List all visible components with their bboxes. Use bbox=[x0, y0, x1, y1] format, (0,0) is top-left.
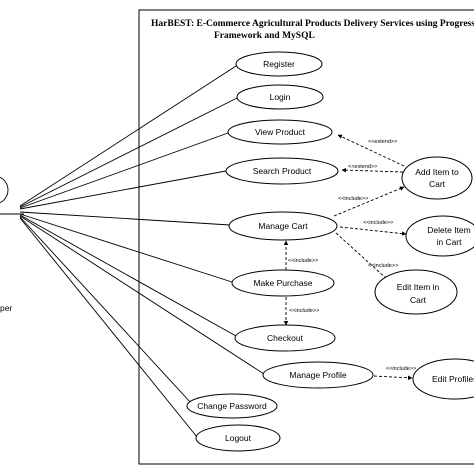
use-case-edit-profile-label: Edit Profiles bbox=[432, 374, 474, 384]
use-case-logout: Logout bbox=[195, 424, 281, 452]
dependency-lines bbox=[283, 134, 413, 381]
use-case-login-label: Login bbox=[270, 92, 291, 102]
use-case-view-product: View Product bbox=[227, 119, 333, 145]
use-case-register-label: Register bbox=[263, 59, 295, 69]
include-label-checkout: <<include>> bbox=[289, 308, 319, 314]
use-case-change-password: Change Password bbox=[186, 393, 278, 419]
include-label-make-purchase: <<include>> bbox=[288, 258, 318, 264]
include-label-edit-item: <<include>> bbox=[368, 263, 398, 269]
use-case-logout-shape bbox=[195, 424, 281, 452]
extend-label-search-product: <<extend>> bbox=[348, 164, 377, 170]
use-case-edit-item-in-cart: Edit Item in Cart bbox=[374, 269, 458, 315]
use-case-search-product-shape bbox=[225, 157, 339, 185]
use-case-change-password-label: Change Password bbox=[197, 401, 267, 411]
use-case-register-shape bbox=[235, 51, 323, 77]
use-case-search-product-label: Search Product bbox=[253, 166, 312, 176]
use-case-login: Login bbox=[236, 84, 324, 110]
actor-associations bbox=[19, 65, 265, 438]
include-edit-profile bbox=[373, 375, 413, 381]
use-case-edit-item-in-cart-shape bbox=[374, 269, 458, 315]
use-case-manage-profile: Manage Profile bbox=[262, 361, 374, 389]
use-case-checkout-label: Checkout bbox=[267, 333, 304, 343]
assoc-change-password bbox=[19, 216, 192, 404]
use-case-delete-item-in-cart-shape bbox=[405, 215, 474, 257]
assoc-register bbox=[19, 65, 237, 207]
use-case-checkout-shape bbox=[234, 324, 336, 352]
use-case-view-product-label: View Product bbox=[255, 127, 306, 137]
customer-actor: per bbox=[0, 176, 24, 313]
use-case-make-purchase: Make Purchase bbox=[231, 269, 335, 297]
use-case-delete-item-in-cart-label-2: in Cart bbox=[436, 237, 462, 247]
actor-head bbox=[0, 176, 9, 204]
use-case-delete-item-in-cart-label-1: Delete Item bbox=[427, 225, 470, 235]
use-case-edit-profile: Edit Profiles bbox=[412, 358, 474, 400]
use-case-edit-item-in-cart-label-2: Cart bbox=[410, 295, 427, 305]
assoc-search-product bbox=[19, 170, 227, 210]
use-case-manage-profile-label: Manage Profile bbox=[289, 370, 346, 380]
assoc-logout bbox=[19, 217, 198, 438]
use-case-checkout: Checkout bbox=[234, 324, 336, 352]
assoc-manage-profile bbox=[19, 215, 265, 375]
include-edit-item bbox=[335, 232, 389, 281]
use-case-edit-profile-shape bbox=[412, 358, 474, 400]
use-case-make-purchase-label: Make Purchase bbox=[253, 278, 312, 288]
use-case-add-item-to-cart-label-1: Add Item to bbox=[415, 167, 459, 177]
include-label-edit-profile: <<include>> bbox=[386, 366, 416, 372]
use-case-login-shape bbox=[236, 84, 324, 110]
use-case-register: Register bbox=[235, 51, 323, 77]
use-case-manage-cart: Manage Cart bbox=[228, 211, 338, 241]
extend-view-product bbox=[337, 134, 405, 167]
use-case-change-password-shape bbox=[186, 393, 278, 419]
use-case-add-item-to-cart-label-2: Cart bbox=[429, 179, 446, 189]
include-label-delete-item: <<include>> bbox=[363, 220, 393, 226]
actor-label: per bbox=[0, 303, 12, 313]
use-case-edit-item-in-cart-label-1: Edit Item in bbox=[397, 282, 440, 292]
assoc-checkout bbox=[19, 214, 237, 337]
assoc-manage-cart bbox=[19, 211, 231, 226]
use-case-add-item-to-cart-shape bbox=[401, 156, 473, 200]
assoc-make-purchase bbox=[19, 213, 233, 283]
use-case-add-item-to-cart: Add Item to Cart bbox=[401, 156, 473, 200]
extend-search-product bbox=[341, 167, 404, 173]
include-label-add-item: <<include>> bbox=[338, 196, 368, 202]
stereotype-labels: <<extend>> <<extend>> <<include>> <<incl… bbox=[288, 139, 416, 372]
use-case-view-product-shape bbox=[227, 119, 333, 145]
use-case-make-purchase-shape bbox=[231, 269, 335, 297]
assoc-login bbox=[19, 97, 238, 208]
include-add-item bbox=[333, 186, 405, 217]
assoc-view-product bbox=[19, 132, 229, 209]
include-delete-item bbox=[339, 226, 407, 236]
extend-label-view-product: <<extend>> bbox=[368, 139, 397, 145]
diagram-title-line-1: HarBEST: E-Commerce Agricultural Product… bbox=[151, 19, 474, 29]
use-case-manage-cart-label: Manage Cart bbox=[258, 221, 308, 231]
diagram-title-line-2: Framework and MySQL bbox=[214, 31, 315, 41]
use-case-logout-label: Logout bbox=[225, 433, 252, 443]
use-case-search-product: Search Product bbox=[225, 157, 339, 185]
use-case-delete-item-in-cart: Delete Item in Cart bbox=[405, 215, 474, 257]
use-case-manage-profile-shape bbox=[262, 361, 374, 389]
use-case-manage-cart-shape bbox=[228, 211, 338, 241]
system-boundary bbox=[138, 9, 474, 465]
